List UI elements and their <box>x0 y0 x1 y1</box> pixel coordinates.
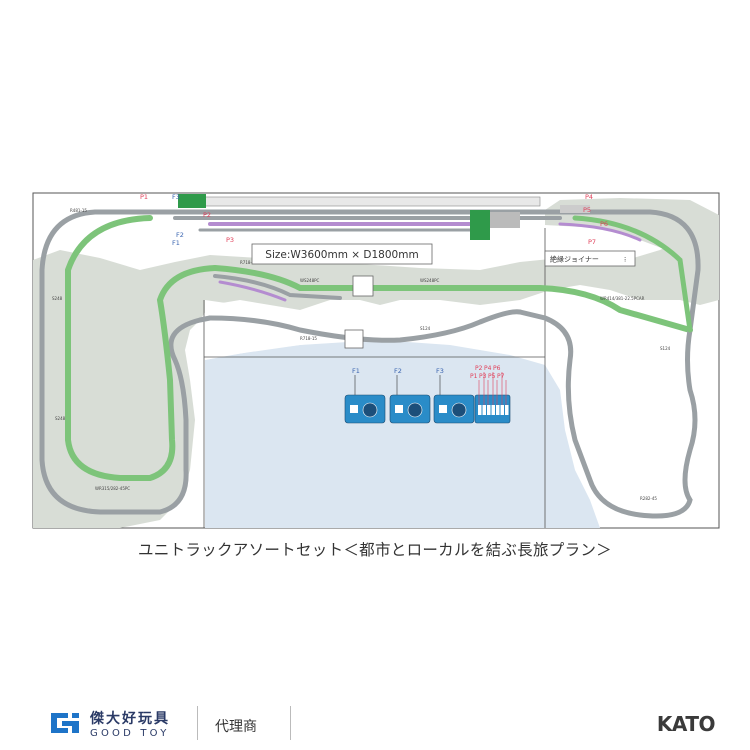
svg-text:WR315/282-45PC: WR315/282-45PC <box>95 486 130 491</box>
controller-f2-label: F2 <box>394 367 402 375</box>
switch-label-p2: P2 <box>475 365 483 372</box>
svg-text:S248: S248 <box>52 296 63 301</box>
white-area-center <box>205 300 545 360</box>
brand-logo-icon <box>48 710 82 736</box>
svg-text:R282-45: R282-45 <box>640 496 657 501</box>
track-right-purple <box>558 222 642 242</box>
switch-label-p1: P1 <box>470 373 478 380</box>
controller-f3-knob <box>451 402 467 418</box>
controller-f2-switch <box>395 405 403 413</box>
controller-f2-knob <box>407 402 423 418</box>
controller-f1-label: F1 <box>352 367 360 375</box>
label-f2-track: F2 <box>176 231 184 239</box>
svg-text:R718-15: R718-15 <box>300 336 317 341</box>
switch-label-p4: P4 <box>484 365 492 372</box>
track-lower-curve <box>207 309 523 343</box>
layout-caption: ユニトラックアソートセット＜都市とローカルを結ぶ長旅プラン＞ <box>137 541 612 559</box>
size-label: Size:W3600mm × D1800mm <box>265 249 418 261</box>
land-left <box>33 220 719 528</box>
track-layer <box>39 209 701 519</box>
point-switch-labels: P2 P4 P6 P1 P3 P5 P7 <box>470 365 505 380</box>
size-label-box <box>251 243 433 265</box>
track-middle-gray <box>213 274 342 300</box>
switch-label-p6: P6 <box>493 365 501 372</box>
track-outer-left-loop <box>39 209 213 515</box>
track-middle-purple <box>218 280 287 302</box>
water-area <box>205 340 600 528</box>
insulation-label: 絶縁ジョイナー <box>550 255 599 264</box>
svg-text:S248: S248 <box>55 416 66 421</box>
footer-divider-2 <box>290 706 291 740</box>
insulation-icon: ⁝ <box>624 256 626 264</box>
controller-f3-label: F3 <box>436 367 444 375</box>
bridge-marker-1 <box>352 275 374 297</box>
svg-text:S124: S124 <box>420 326 431 331</box>
track-piece-labels: R481-15 S248 S248 WR315/282-45PC R718-15… <box>52 208 671 501</box>
controller-f3-switch <box>439 405 447 413</box>
label-p3: P3 <box>226 236 234 244</box>
station-gray-block <box>490 212 520 228</box>
brand-name-en: GOOD TOY <box>90 728 170 739</box>
svg-text:WR414/381-22.5PCAR: WR414/381-22.5PCAR <box>600 296 645 301</box>
station-building-green-center <box>470 210 490 240</box>
switch-label-p5: P5 <box>488 373 496 380</box>
track-green-middle <box>212 265 693 333</box>
point-switch-wires <box>478 372 507 405</box>
label-p5: P5 <box>583 206 591 214</box>
svg-text:R481-15: R481-15 <box>70 208 87 213</box>
label-f3-track: F3 <box>172 193 180 201</box>
svg-text:S124: S124 <box>660 346 671 351</box>
svg-text:R718-15: R718-15 <box>240 260 257 265</box>
insulation-label-box <box>544 250 636 267</box>
platform-top <box>179 196 541 207</box>
station-building-green-left <box>178 194 206 208</box>
controllers: F1 F2 F3 <box>344 365 511 424</box>
svg-text:WS248PC: WS248PC <box>420 278 440 283</box>
track-green-left-loop <box>65 215 218 481</box>
bridge-marker-2 <box>344 329 364 349</box>
brand-name-cn: 傑大好玩具 <box>90 711 170 727</box>
label-p1: P1 <box>140 193 148 201</box>
footer-divider-1 <box>197 706 198 740</box>
label-p2: P2 <box>203 211 211 219</box>
label-p7: P7 <box>588 238 596 246</box>
point-switch-buttons <box>478 405 509 415</box>
svg-text:WS248PC: WS248PC <box>300 278 320 283</box>
controller-f1-knob <box>362 402 378 418</box>
label-f1-track: F1 <box>172 239 180 247</box>
switch-label-p7: P7 <box>497 373 505 380</box>
platform-right <box>560 205 590 213</box>
switch-label-p3: P3 <box>479 373 487 380</box>
label-p4: P4 <box>585 193 593 201</box>
agent-label: 代理商 <box>215 719 257 735</box>
maker-logo: KATO <box>656 712 716 736</box>
label-p6: P6 <box>600 220 608 228</box>
track-right-green <box>572 215 693 333</box>
controller-f1-switch <box>350 405 358 413</box>
